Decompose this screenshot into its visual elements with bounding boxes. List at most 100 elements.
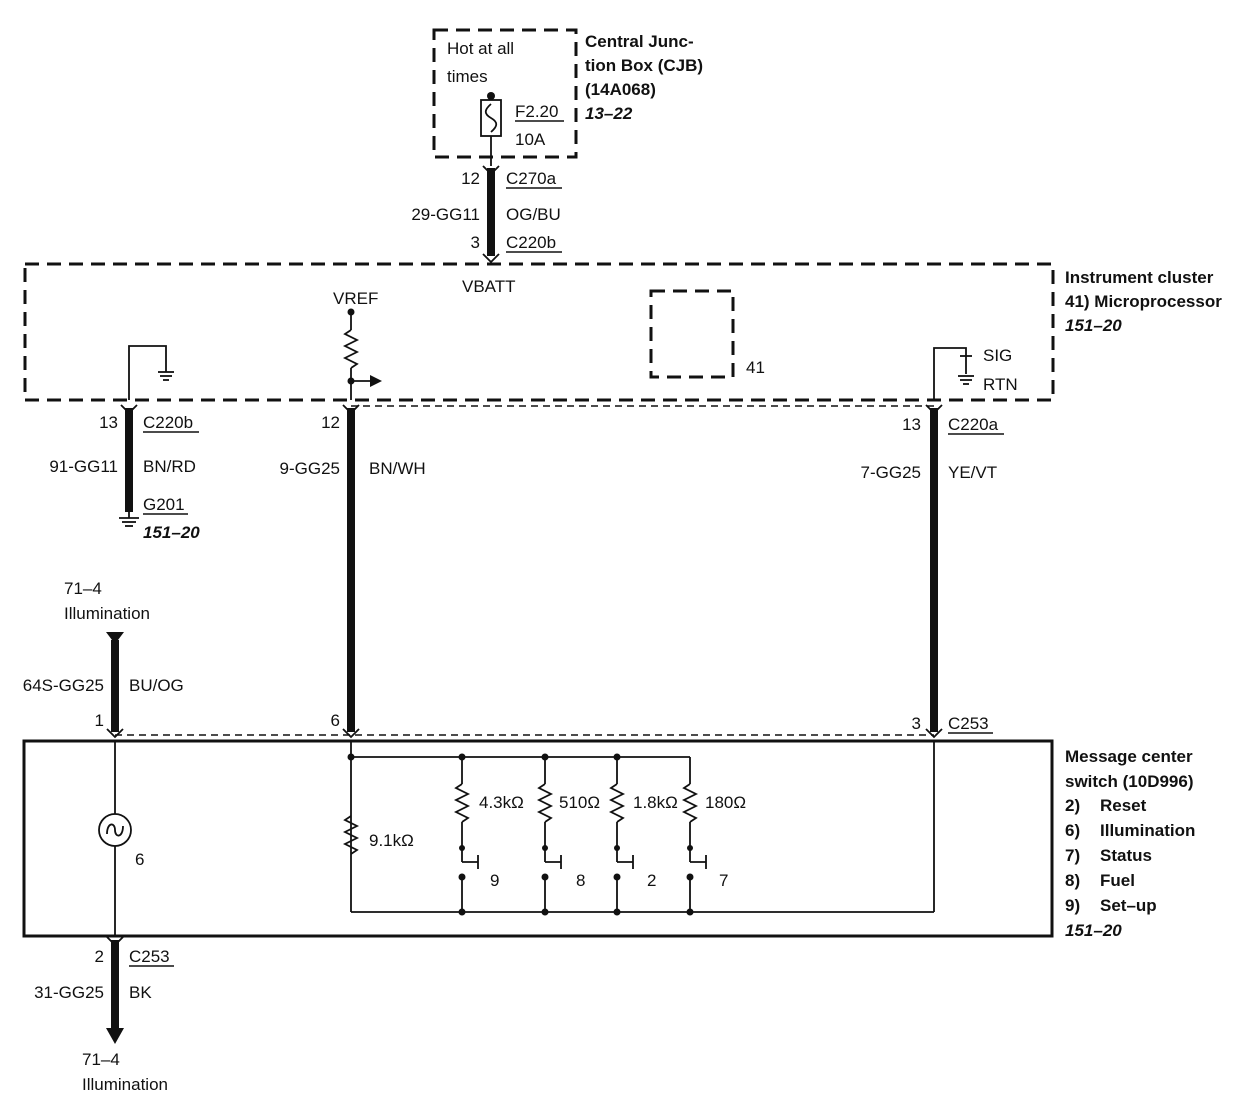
switch-contact-icon xyxy=(689,848,707,869)
ground-icon xyxy=(958,375,974,385)
switch-contact-icon xyxy=(461,848,479,869)
fuse-element-icon xyxy=(484,103,498,133)
illum-out-wire-color: BK xyxy=(129,983,152,1002)
ground-connector: C220b xyxy=(143,413,193,432)
microprocessor-box xyxy=(649,289,735,379)
illum-out-pin: 2 xyxy=(95,947,104,966)
switch-outline xyxy=(22,739,1054,938)
feed-connector-bottom: C220b xyxy=(506,233,556,252)
resistor-4k3-icon xyxy=(453,783,471,823)
resistor-3-value: 1.8kΩ xyxy=(633,793,678,812)
bulb-filament-icon xyxy=(106,823,124,837)
switch-contact-icon xyxy=(616,848,634,869)
illum-in-ref: 71–4 xyxy=(64,579,102,598)
switch-2-number: 8 xyxy=(576,871,585,890)
cjb-page-ref: 13–22 xyxy=(585,104,633,123)
legend-label-4: Fuel xyxy=(1100,871,1135,890)
vref-bottom-pin: 6 xyxy=(331,711,340,730)
resistor-9k1-icon xyxy=(342,815,360,855)
sig-label: SIG xyxy=(983,346,1012,365)
branch-reset xyxy=(608,753,634,916)
vbatt-label: VBATT xyxy=(462,277,516,296)
instrument-cluster: VBATT VREF 41 SIG RTN Instrument cluster… xyxy=(23,262,1222,402)
cjb-part-number: (14A068) xyxy=(585,80,656,99)
vref-wire-color: BN/WH xyxy=(369,459,426,478)
legend-num-3: 7) xyxy=(1065,846,1080,865)
cluster-item: 41) Microprocessor xyxy=(1065,292,1222,311)
branch-status xyxy=(681,757,707,916)
fuse-rating: 10A xyxy=(515,130,546,149)
cluster-page-ref: 151–20 xyxy=(1065,316,1122,335)
connector-chevron-icon xyxy=(925,404,943,415)
illum-out-circuit: 31-GG25 xyxy=(34,983,104,1002)
bulb-number: 6 xyxy=(135,850,144,869)
ground-page-ref: 151–20 xyxy=(143,523,200,542)
ground-pin: 13 xyxy=(99,413,118,432)
cjb-title-line1: Central Junc- xyxy=(585,32,694,51)
feed-wire-color: OG/BU xyxy=(506,205,561,224)
legend-label-5: Set–up xyxy=(1100,896,1157,915)
switch-4-number: 7 xyxy=(719,871,728,890)
illum-in-wire-color: BU/OG xyxy=(129,676,184,695)
illum-in-circuit: 64S-GG25 xyxy=(23,676,104,695)
legend-label-2: Illumination xyxy=(1100,821,1195,840)
ground-circuit: 91-GG11 xyxy=(49,457,118,476)
switch-contact-icon xyxy=(544,848,562,869)
connector-chevron-icon xyxy=(925,728,943,739)
illumination-output-group: 2 C253 31-GG25 BK 71–4 Illumination xyxy=(34,936,174,1094)
legend-num-2: 6) xyxy=(1065,821,1080,840)
legend-label-3: Status xyxy=(1100,846,1152,865)
message-center-switch: 6 9.1kΩ 4.3kΩ 9 xyxy=(22,739,1195,940)
feed-wire-group: 12 C270a 29-GG11 OG/BU 3 C220b xyxy=(411,165,562,264)
resistor-1k8-icon xyxy=(608,783,626,823)
cluster-dashed-outline xyxy=(23,262,1055,402)
resistor-2-value: 510Ω xyxy=(559,793,600,812)
feed-pin-bottom: 3 xyxy=(471,233,480,252)
ground-icon xyxy=(119,517,139,527)
legend-num-5: 9) xyxy=(1065,896,1080,915)
ground-wire-group: 13 C220b 91-GG11 BN/RD G201 151–20 xyxy=(49,404,200,542)
illum-out-connector: C253 xyxy=(129,947,170,966)
resistor-4-value: 180Ω xyxy=(705,793,746,812)
illum-out-ref: 71–4 xyxy=(82,1050,120,1069)
ground-wire-color: BN/RD xyxy=(143,457,196,476)
vref-wire-group: 12 9-GG25 BN/WH 6 xyxy=(280,404,426,739)
microprocessor-number: 41 xyxy=(746,358,765,377)
connector-chevron-icon xyxy=(120,404,138,415)
connector-chevron-icon xyxy=(482,165,500,176)
legend-label-1: Reset xyxy=(1100,796,1147,815)
fuse-id: F2.20 xyxy=(515,102,558,121)
switch-page-ref: 151–20 xyxy=(1065,921,1122,940)
connector-chevron-icon xyxy=(342,728,360,739)
vref-pin: 12 xyxy=(321,413,340,432)
branch-fuel xyxy=(536,753,562,916)
resistor-510-icon xyxy=(536,783,554,823)
connector-chevron-icon xyxy=(106,728,124,739)
rtn-label: RTN xyxy=(983,375,1018,394)
illumination-input-group: 71–4 Illumination 64S-GG25 BU/OG 1 xyxy=(23,579,184,739)
ground-point: G201 xyxy=(143,495,185,514)
feed-pin-top: 12 xyxy=(461,169,480,188)
sig-wire-color: YE/VT xyxy=(948,463,997,482)
cluster-title: Instrument cluster xyxy=(1065,268,1214,287)
switch-1-number: 9 xyxy=(490,871,499,890)
switch-title-line1: Message center xyxy=(1065,747,1193,766)
sig-bottom-pin: 3 xyxy=(912,714,921,733)
switch-title-line2: switch (10D996) xyxy=(1065,772,1194,791)
branch-setup xyxy=(453,753,479,916)
resistor-main-value: 9.1kΩ xyxy=(369,831,414,850)
connector-chevron-icon xyxy=(342,404,360,415)
cjb-title-line2: tion Box (CJB) xyxy=(585,56,703,75)
illum-in-label: Illumination xyxy=(64,604,150,623)
sense-arrow-icon xyxy=(370,375,382,387)
cjb-hot-line1: Hot at all xyxy=(447,39,514,58)
sig-wire-group: 13 C220a 7-GG25 YE/VT 3 C253 xyxy=(861,404,1004,739)
connector-chevron-icon xyxy=(106,936,124,947)
sig-pin: 13 xyxy=(902,415,921,434)
feed-circuit: 29-GG11 xyxy=(411,205,480,224)
vref-label: VREF xyxy=(333,289,378,308)
central-junction-box: Hot at all times F2.20 10A Central Junc-… xyxy=(432,28,703,166)
arrow-down-icon xyxy=(106,632,124,644)
sig-bottom-connector: C253 xyxy=(948,714,989,733)
